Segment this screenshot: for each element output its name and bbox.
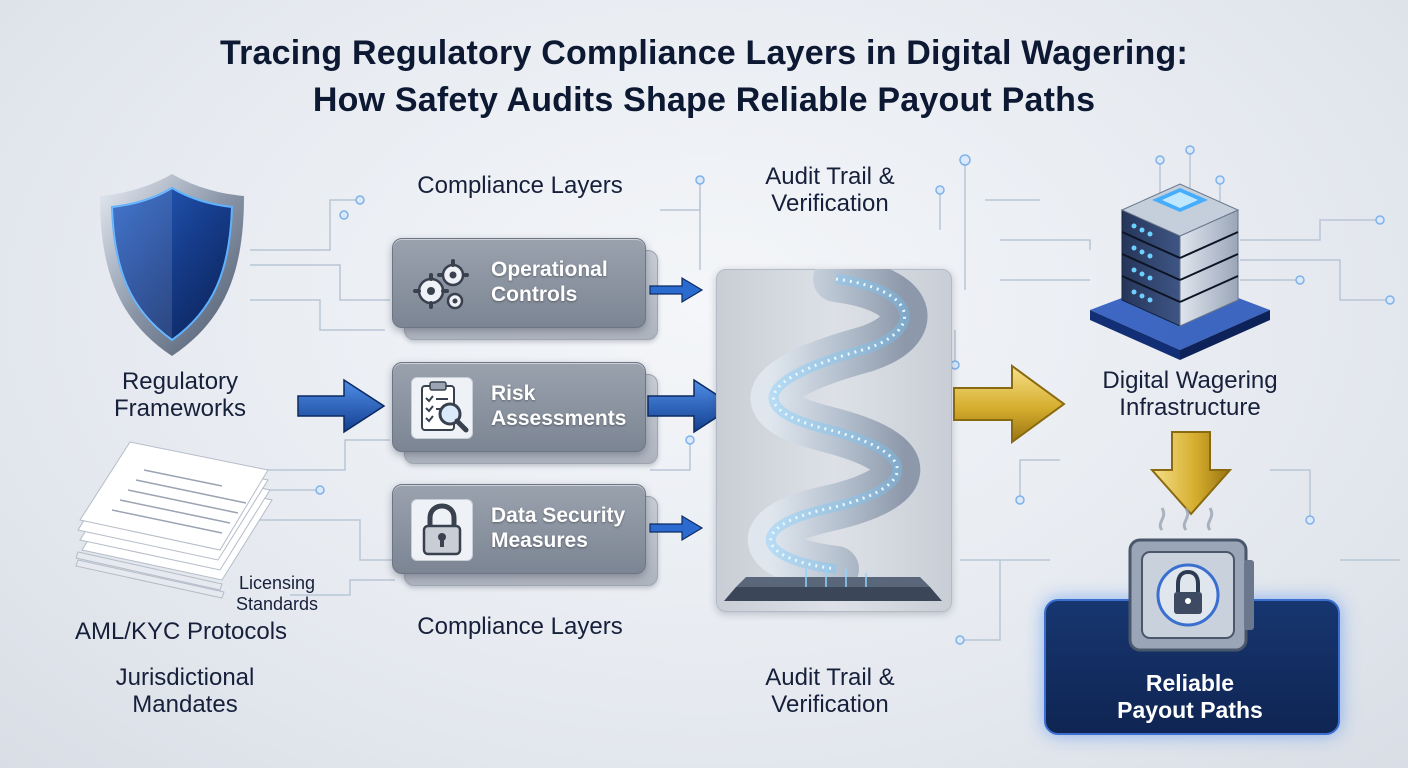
audit-trail-bottom-label: Audit Trail & Verification	[720, 664, 940, 718]
documents-stack-icon	[75, 441, 273, 599]
card-3-line-1: Data Security	[491, 504, 626, 527]
audit-top-line-2: Verification	[771, 190, 889, 217]
shield-icon	[100, 174, 244, 356]
licensing-standards-label: Licensing Standards	[222, 573, 332, 615]
aml-kyc-label: AML/KYC Protocols	[74, 618, 288, 645]
jurisdictional-label-line-2: Mandates	[132, 691, 238, 718]
arrow-operational-to-audit	[649, 276, 704, 304]
card-1-line-1: Operational	[491, 258, 608, 281]
operational-controls-card: Operational Controls	[392, 238, 646, 328]
data-security-card: Data Security Measures	[392, 484, 646, 574]
padlock-icon	[411, 499, 473, 561]
compliance-layers-top-label: Compliance Layers	[417, 172, 623, 199]
operational-controls-text: Operational Controls	[491, 257, 641, 307]
audit-bottom-line-2: Verification	[771, 691, 889, 718]
clipboard-magnifier-icon	[411, 377, 473, 439]
arrow-to-payout	[1149, 431, 1233, 516]
licensing-label-line-1: Licensing	[238, 573, 316, 593]
compliance-layers-bottom-label: Compliance Layers	[417, 613, 623, 640]
card-1-line-2: Controls	[491, 283, 578, 306]
title-line-1: Tracing Regulatory Compliance Layers in …	[220, 34, 1188, 72]
card-3-line-2: Measures	[491, 529, 588, 552]
infra-line-2: Infrastructure	[1119, 394, 1261, 421]
title-line-2: How Safety Audits Shape Reliable Payout …	[312, 81, 1096, 119]
risk-assessments-text: Risk Assessments	[491, 381, 641, 431]
audit-bottom-line-1: Audit Trail &	[765, 664, 895, 691]
data-security-text: Data Security Measures	[491, 503, 641, 553]
reliable-payout-label: Reliable Payout Paths	[1044, 670, 1336, 724]
risk-assessments-card: Risk Assessments	[392, 362, 646, 452]
arrow-security-to-audit	[649, 514, 704, 542]
payout-line-2: Payout Paths	[1117, 697, 1263, 723]
digital-wagering-infrastructure-label: Digital Wagering Infrastructure	[1070, 367, 1310, 421]
regulatory-label-line-2: Frameworks	[113, 395, 246, 422]
payout-line-1: Reliable	[1145, 670, 1235, 696]
infra-line-1: Digital Wagering	[1102, 367, 1278, 394]
arrow-to-infrastructure	[953, 364, 1066, 444]
regulatory-frameworks-label: Regulatory Frameworks	[80, 368, 280, 422]
audit-trail-top-label: Audit Trail & Verification	[720, 163, 940, 217]
audit-top-line-1: Audit Trail &	[765, 163, 895, 190]
arrow-risk-to-audit	[647, 378, 736, 434]
regulatory-label-line-1: Regulatory	[121, 368, 239, 395]
card-2-line-1: Risk	[491, 382, 536, 405]
jurisdictional-label-line-1: Jurisdictional	[115, 664, 255, 691]
vault-icon	[1128, 507, 1254, 652]
jurisdictional-mandates-label: Jurisdictional Mandates	[70, 664, 300, 718]
audit-trail-stream	[724, 269, 942, 601]
card-2-line-2: Assessments	[491, 407, 627, 430]
server-stack-icon	[1090, 183, 1270, 360]
arrow-to-compliance	[297, 378, 386, 434]
gears-icon	[413, 259, 469, 310]
licensing-label-line-2: Standards	[235, 594, 319, 614]
